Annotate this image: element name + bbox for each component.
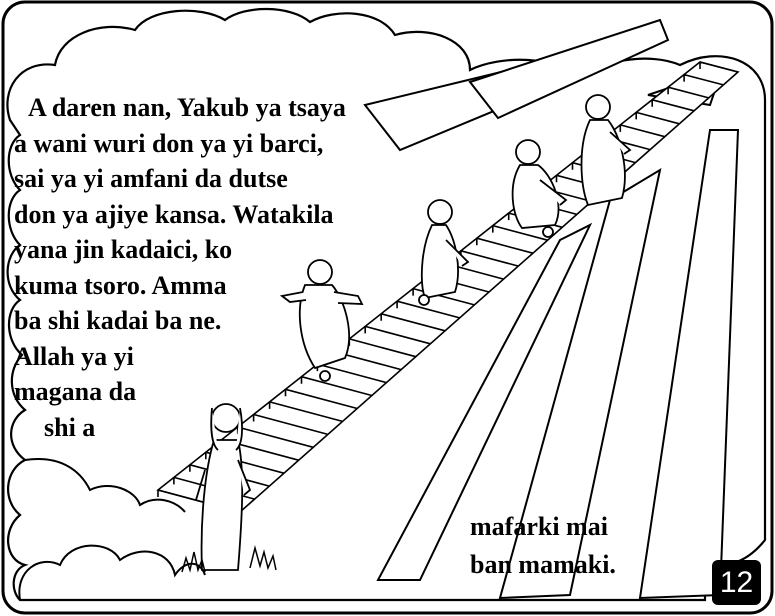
story-line: a wani wuri don ya yi barci,: [14, 128, 324, 158]
ending-line: mafarki mai: [470, 512, 608, 541]
ending-text: mafarki mai ban mamaki.: [470, 508, 616, 584]
grass: [181, 545, 277, 573]
cloud-left: [24, 458, 186, 513]
story-text: A daren nan, Yakub ya tsaya a wani wuri …: [14, 90, 346, 445]
angel-figure-2: [418, 199, 470, 306]
story-line: shi a: [44, 412, 96, 442]
cloud-bottom: [18, 544, 206, 601]
story-line: magana da: [14, 377, 137, 406]
light-beams: [363, 18, 740, 600]
angel-figure-3: [511, 139, 568, 238]
story-line: Allah ya yi: [14, 341, 134, 371]
story-line: don ya ajiye kansa. Watakila: [14, 199, 334, 229]
cloud-outline: [6, 7, 767, 602]
angel-figure-1: [279, 259, 364, 382]
story-line: yana jin kadaici, ko: [14, 235, 233, 264]
page-number-badge: 12: [712, 560, 761, 605]
story-line: ba shi kadai ba ne.: [14, 306, 222, 335]
story-line: sai ya yi amfani da dutse: [14, 164, 288, 193]
jacob-figure: [195, 403, 252, 571]
story-line: A daren nan, Yakub ya tsaya: [28, 93, 346, 122]
ending-line: ban mamaki.: [470, 550, 616, 579]
story-line: kuma tsoro. Amma: [14, 270, 227, 300]
angel-figure-4: [580, 94, 632, 207]
